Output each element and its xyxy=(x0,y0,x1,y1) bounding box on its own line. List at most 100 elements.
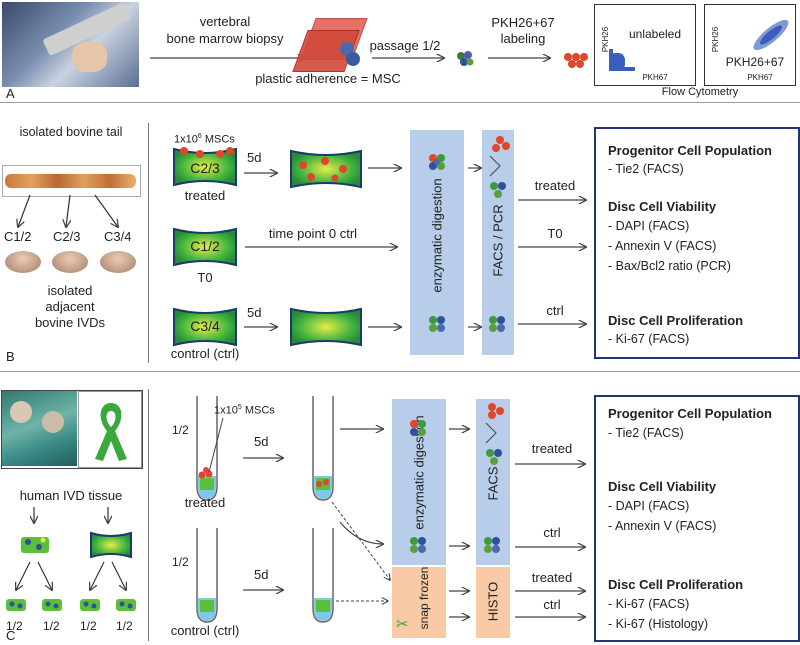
arrow-b-out-ctrl xyxy=(518,319,593,329)
arrow-b-digest-facs-1 xyxy=(468,163,488,173)
results-c-i3a: - Ki-67 (FACS) xyxy=(608,597,690,611)
biopsy-photo xyxy=(2,2,139,87)
sorted-cells-c xyxy=(485,403,504,465)
arrow-b-out-treated xyxy=(518,195,593,205)
panel-letter-c: C xyxy=(6,628,16,643)
half-label-3: 1/2 xyxy=(80,619,97,633)
arrow-a1 xyxy=(150,53,310,63)
arrow-c-ctrl-digest xyxy=(339,521,393,550)
arrow-b-t0 xyxy=(245,242,405,252)
bovine-tail-photo xyxy=(2,165,141,197)
cell-cluster-c2 xyxy=(410,537,426,553)
facs-labeled-title: PKH26+67 xyxy=(725,55,785,69)
arrow-b-5d-2 xyxy=(244,322,284,332)
tissue-arrows-top xyxy=(0,507,140,529)
facs-pcr-label: FACS / PCR xyxy=(490,204,506,277)
arrow-label-t0-b: T0 xyxy=(547,226,563,241)
results-b-i1: - Tie2 (FACS) xyxy=(608,162,684,176)
dashed-arrow-c2 xyxy=(336,596,396,606)
lbl-treated-c: treated xyxy=(184,495,226,510)
histo-label: HISTO xyxy=(485,581,501,622)
ivd-label-1: isolated xyxy=(47,283,93,298)
arrow-label-ctrl-c2: ctrl xyxy=(543,597,561,612)
results-b-h3: Disc Cell Proliferation xyxy=(608,313,744,328)
results-b-i2a: - DAPI (FACS) xyxy=(608,219,690,233)
disc-ctrl-b-label: C3/4 xyxy=(190,318,220,334)
divider-a-b xyxy=(0,102,800,103)
facs-unlabeled-title: unlabeled xyxy=(628,27,682,41)
facs-cluster-labeled xyxy=(753,19,789,51)
ribbon-photo xyxy=(78,391,142,468)
arrow-c-out-ctrl2 xyxy=(515,612,593,622)
arrow-label-treated-c: treated xyxy=(531,441,573,456)
t0-ctrl-label: time point 0 ctrl xyxy=(268,226,358,241)
tube-ctrl xyxy=(196,528,218,623)
cell-cluster-b3 xyxy=(429,316,445,332)
tube-treated-after xyxy=(312,396,334,501)
arrow-label-ctrl-c: ctrl xyxy=(543,525,561,540)
enzymatic-digestion-bar-c xyxy=(392,399,446,565)
tube-half-label-2: 1/2 xyxy=(172,555,189,569)
arrow-c-frozen-histo-1 xyxy=(449,586,475,596)
facs-plot-labeled: PKH26 PKH67 PKH26+67 xyxy=(704,4,796,86)
arrow-c-digest-facs-2 xyxy=(449,541,475,551)
disc-label-c34: C3/4 xyxy=(104,229,132,244)
ivd-label-2: adjacent xyxy=(45,299,95,314)
tube-treated xyxy=(196,396,218,501)
facs-plot-unlabeled: unlabeled PKH26 PKH67 xyxy=(594,4,696,86)
snap-frozen-label: snap frozen xyxy=(417,566,431,630)
scissors-icon: ✂ xyxy=(396,616,409,633)
msc-count-b: 1x106 MSCs xyxy=(174,133,235,146)
results-c-h1: Progenitor Cell Population xyxy=(608,406,772,421)
biopsy-label-1: vertebral xyxy=(199,14,251,29)
days-b2: 5d xyxy=(247,305,262,320)
passage-label: passage 1/2 xyxy=(369,38,441,53)
disc-t0-b-label: C1/2 xyxy=(190,238,220,254)
disc-ctrl-b xyxy=(173,307,237,347)
arrow-label-treated-c2: treated xyxy=(531,570,573,585)
tail-title: isolated bovine tail xyxy=(19,125,123,139)
arrow-b-5d-1 xyxy=(244,168,284,178)
enzymatic-digestion-bar-b xyxy=(410,130,464,355)
labeling-label: PKH26+67 xyxy=(491,15,555,30)
lbl-t0-b: T0 xyxy=(197,270,213,285)
arrow-c-digest-facs-1 xyxy=(449,424,475,434)
flow-cytometry-caption: Flow Cytometry xyxy=(661,86,739,98)
tissue-fragment-1 xyxy=(21,537,49,553)
days-b1: 5d xyxy=(247,150,262,165)
tissue-disc-c xyxy=(90,531,132,559)
results-box-b: Progenitor Cell Population - Tie2 (FACS)… xyxy=(594,127,800,359)
arrow-label-treated-b: treated xyxy=(534,178,576,193)
arrow-b-to-digest-1 xyxy=(368,163,408,173)
disc-t0-b xyxy=(173,227,237,267)
plastic-adherence-label: plastic adherence = MSC xyxy=(255,71,401,86)
cell-cluster-b1 xyxy=(429,154,445,170)
arrow-a2 xyxy=(372,53,452,63)
disc-label-c12: C1/2 xyxy=(4,229,32,244)
lbl-ctrl-c: control (ctrl) xyxy=(170,623,240,638)
arrow-c-out-ctrl xyxy=(515,542,593,552)
results-b-i3: - Ki-67 (FACS) xyxy=(608,332,690,346)
disc-treated-b-after xyxy=(290,149,362,189)
half-label-2: 1/2 xyxy=(43,619,60,633)
results-b-h2: Disc Cell Viability xyxy=(608,199,717,214)
arrow-a3 xyxy=(488,53,558,63)
results-c-h2: Disc Cell Viability xyxy=(608,479,717,494)
facs-plot-2-xlabel: PKH67 xyxy=(747,73,773,82)
lbl-treated-b: treated xyxy=(184,188,226,203)
sorted-cells-b xyxy=(489,136,510,198)
arrow-c-5d-2 xyxy=(243,585,291,595)
arrow-c-out-treated xyxy=(515,459,593,469)
lbl-ctrl-b: control (ctrl) xyxy=(170,346,240,361)
facs-bar-c xyxy=(476,399,510,565)
divider-c-left xyxy=(148,389,149,641)
arrow-b-to-digest-3 xyxy=(368,322,408,332)
results-box-c: Progenitor Cell Population - Tie2 (FACS)… xyxy=(594,395,800,642)
disc-arrows xyxy=(0,194,140,233)
cell-cluster-c1 xyxy=(410,420,426,436)
days-c2: 5d xyxy=(254,567,269,582)
results-c-i3b: - Ki-67 (Histology) xyxy=(608,617,709,631)
disc-label-c23: C2/3 xyxy=(53,229,81,244)
results-c-h3: Disc Cell Proliferation xyxy=(608,577,744,592)
tube-ctrl-after xyxy=(312,528,334,623)
